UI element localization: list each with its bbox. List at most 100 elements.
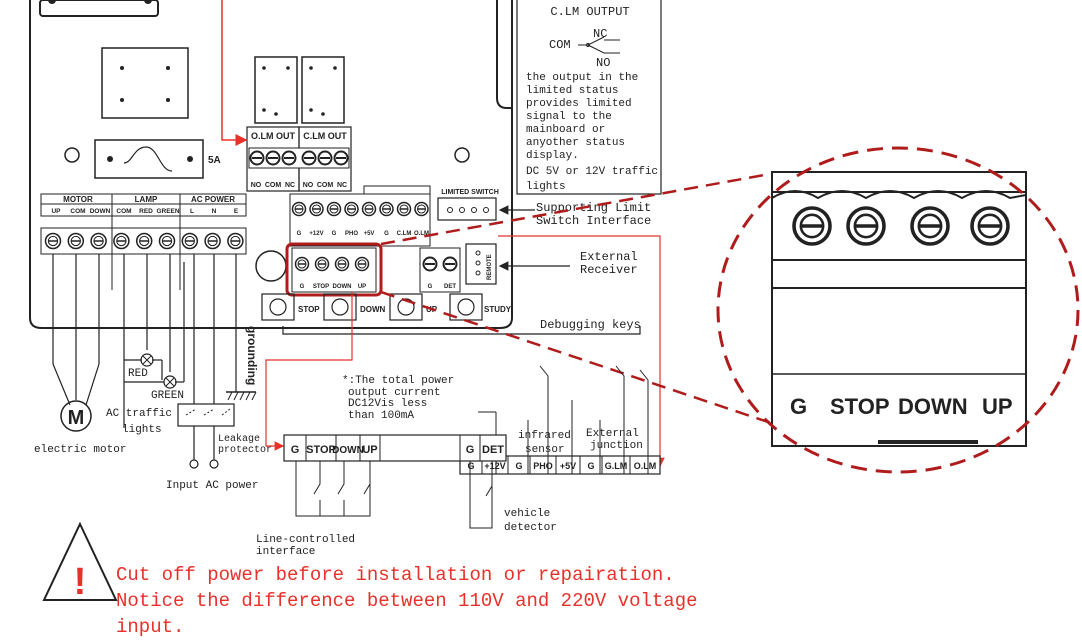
zoom-view: G STOP DOWN UP xyxy=(771,171,1027,447)
stop-key[interactable] xyxy=(261,293,295,321)
grounding-label: grounding xyxy=(245,326,259,385)
vehicle-detector-label: detector xyxy=(504,522,557,534)
input-ac-label: Input AC power xyxy=(166,480,258,492)
ac-traffic-label: lights xyxy=(122,424,162,436)
sensor-pin-label: PHO xyxy=(345,231,358,237)
relay-pin-label: COM xyxy=(317,182,334,189)
red-feed-wire xyxy=(221,0,248,146)
sensor-strip-pin: +12V xyxy=(484,461,505,471)
transformer-block xyxy=(39,0,159,17)
warning-exclamation: ! xyxy=(74,561,87,603)
lamp-pin-label: RED xyxy=(139,208,153,215)
receiver-callout: External xyxy=(580,250,638,264)
terminal-screw xyxy=(379,201,394,217)
terminal-screw xyxy=(414,201,429,217)
relay-square-1 xyxy=(101,47,189,119)
warning-line: Notice the difference between 110V and 2… xyxy=(116,590,698,612)
det-pin-label: G xyxy=(428,284,433,290)
ctrl-pin-label: G xyxy=(300,284,305,290)
note-line: mainboard or xyxy=(526,124,605,136)
motor-pin-label: UP xyxy=(51,208,61,215)
sensor-pin-label: G xyxy=(297,231,302,237)
terminal-screw xyxy=(354,256,370,272)
fuse-symbol xyxy=(123,146,173,172)
sensor-strip-pin: G.LM xyxy=(605,461,628,471)
junction-label: junction xyxy=(590,440,643,452)
ac-pin-label: N xyxy=(212,208,217,215)
det-pin-label: DET xyxy=(444,284,456,290)
electric-motor-icon xyxy=(60,400,92,432)
power-wires xyxy=(52,254,237,428)
ground-symbol xyxy=(227,391,257,401)
line-strip-pin: G xyxy=(466,444,475,456)
relay-label-c-lm: C.LM OUT xyxy=(303,131,347,141)
control-board-outline xyxy=(29,0,513,329)
ac-pin-label: L xyxy=(190,208,194,215)
det-terminal: G DET xyxy=(419,247,461,293)
down-key[interactable] xyxy=(323,293,357,321)
note-box: C.LM OUTPUT NC COM NO the output in the … xyxy=(516,0,662,195)
stop-key-label: STOP xyxy=(298,305,320,314)
note-line: display. xyxy=(526,150,579,162)
red-sensor-wire xyxy=(498,235,665,468)
terminal-screw xyxy=(309,201,324,217)
terminal-screw xyxy=(314,256,330,272)
terminal-screw xyxy=(396,201,412,217)
warning-icon: ! xyxy=(42,521,118,603)
power-terminal-block: MOTOR LAMP AC POWER UP COM DOWN COM RED … xyxy=(40,193,247,290)
lamp-group-label: LAMP xyxy=(135,195,158,204)
board-cutout xyxy=(496,0,512,109)
zoom-pin-down: DOWN xyxy=(898,394,968,419)
note-line: provides limited xyxy=(526,98,632,110)
limited-switch-label: LIMITED SWITCH xyxy=(441,189,499,196)
line-strip-pin: STOP xyxy=(306,444,336,456)
warning-line: input. xyxy=(116,616,185,638)
line-controlled-label: interface xyxy=(256,546,315,558)
control-terminal: G STOP DOWN UP xyxy=(291,247,377,293)
up-key[interactable] xyxy=(389,293,423,321)
terminal-screw xyxy=(334,256,350,272)
control-terminal-highlight xyxy=(285,242,383,297)
motor-symbol: M xyxy=(68,407,85,429)
motor-pin-label: COM xyxy=(70,208,85,215)
switch-symbol xyxy=(578,36,620,54)
note-no: NO xyxy=(596,56,610,70)
motor-pin-label: DOWN xyxy=(90,208,111,215)
red-control-wire xyxy=(265,292,353,451)
debug-keys[interactable]: STOP DOWN UP STUDY xyxy=(261,293,512,321)
ac-pin-label: E xyxy=(234,208,239,215)
line-strip-pin: UP xyxy=(362,444,377,456)
note-line: DC 5V or 12V traffic xyxy=(526,166,658,178)
fuse-holder xyxy=(94,139,204,179)
warning-message: Cut off power before installation or rep… xyxy=(116,562,716,640)
ctrl-pin-label: STOP xyxy=(313,284,329,290)
remote-label: REMOTE xyxy=(487,254,493,280)
sensor-strip-pin: G xyxy=(467,461,474,471)
down-key-label: DOWN xyxy=(360,305,386,314)
total-power-note: DC12Vis less xyxy=(348,398,427,410)
infrared-label: sensor xyxy=(525,444,565,456)
terminal-screw xyxy=(181,232,199,250)
note-com: COM xyxy=(549,38,571,52)
terminal-screw xyxy=(204,232,221,250)
relay-pin-label: COM xyxy=(265,182,282,189)
remote-connector xyxy=(465,243,497,285)
junction-label: External xyxy=(586,428,639,440)
motor-group-label: MOTOR xyxy=(63,195,93,204)
total-power-note: *:The total power xyxy=(342,375,454,387)
relay-pin-label: NO xyxy=(303,182,314,189)
note-line: limited status xyxy=(526,85,618,97)
sensor-strip-pin: G xyxy=(587,461,594,471)
note-line: the output in the xyxy=(526,72,638,84)
leakage-protector xyxy=(177,403,235,427)
buzzer xyxy=(255,250,287,282)
relay-c-lm xyxy=(301,56,345,124)
line-controlled-strip: G STOP DOWN UP G DET xyxy=(283,434,507,462)
sensor-pin-label: G xyxy=(384,231,389,237)
sensor-pin-label: +12V xyxy=(309,231,323,237)
debug-keys-bracket xyxy=(282,326,641,335)
leakage-label: protector xyxy=(218,445,272,456)
note-box-title: C.LM OUTPUT xyxy=(550,5,629,19)
sensor-strip-pin: PHO xyxy=(533,461,553,471)
ac-power-group-label: AC POWER xyxy=(191,195,235,204)
